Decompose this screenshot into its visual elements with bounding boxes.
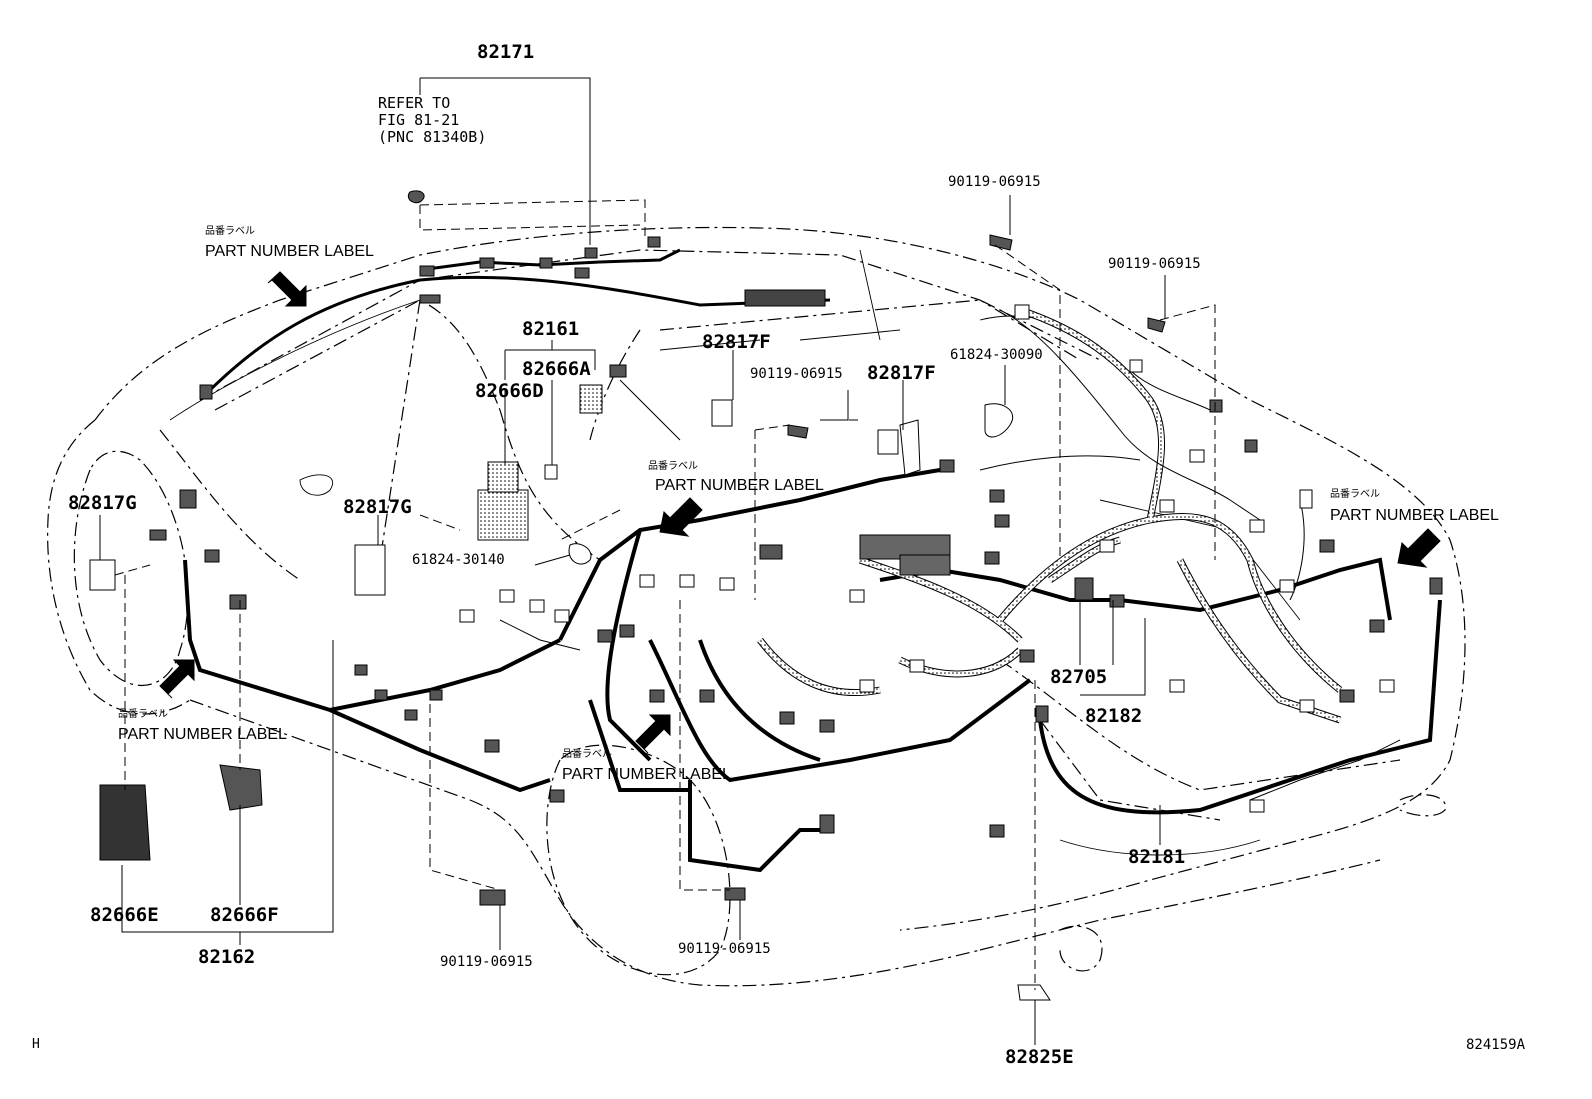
- refer-note: REFER TO FIG 81-21 (PNC 81340B): [378, 94, 487, 146]
- callout-82666A: 82666A: [522, 358, 591, 380]
- callout-82171: 82171: [477, 41, 535, 63]
- part-number-label-rear: PART NUMBER LABEL: [1330, 507, 1499, 524]
- part-number-label-left: PART NUMBER LABEL: [118, 726, 287, 743]
- car-body-outline: [47, 226, 1466, 987]
- callout-82817F-b: 82817F: [867, 362, 936, 384]
- callout-82666E: 82666E: [90, 904, 159, 926]
- callout-61824-30140: 61824-30140: [412, 552, 505, 568]
- callout-82817G-mid: 82817G: [343, 496, 412, 518]
- corner-code-left: H: [32, 1037, 40, 1052]
- callout-90119-top2: 90119-06915: [1108, 256, 1201, 272]
- part-number-label-jp: 品番ラベル: [648, 461, 698, 472]
- part-number-label-jp: 品番ラベル: [1330, 489, 1380, 500]
- callout-90119-mid: 90119-06915: [750, 366, 843, 382]
- misc-parts: [89, 190, 1166, 1001]
- part-number-label-floor: PART NUMBER LABEL: [562, 766, 731, 783]
- part-number-label-jp: 品番ラベル: [205, 226, 255, 237]
- harness-main-floor: [183, 468, 1442, 873]
- callout-90119-top1: 90119-06915: [948, 174, 1041, 190]
- callout-82817G-left: 82817G: [68, 492, 137, 514]
- connector-blocks: [149, 236, 1443, 838]
- part-number-label-roof: PART NUMBER LABEL: [205, 243, 374, 260]
- callout-90119-bot1: 90119-06915: [440, 954, 533, 970]
- part-number-label-jp: 品番ラベル: [562, 749, 612, 760]
- part-number-label-center: PART NUMBER LABEL: [655, 477, 824, 494]
- harness-thin-wires: [499, 309, 1401, 801]
- harness-roof: [203, 248, 831, 397]
- callout-82817F-a: 82817F: [702, 331, 771, 353]
- leader-lines: [99, 77, 1166, 1045]
- dashed-reference-lines: [114, 199, 1216, 990]
- callout-82666F: 82666F: [210, 904, 279, 926]
- callout-82666D: 82666D: [475, 380, 544, 402]
- figure-id: 824159A: [1466, 1037, 1526, 1053]
- callout-90119-bot2: 90119-06915: [678, 941, 771, 957]
- callout-82161: 82161: [522, 318, 580, 340]
- connector-outline: [459, 304, 1395, 813]
- callout-82162: 82162: [198, 946, 256, 968]
- callout-61824-30090: 61824-30090: [950, 347, 1043, 363]
- callout-82825E: 82825E: [1005, 1046, 1074, 1068]
- callout-82181: 82181: [1128, 846, 1186, 868]
- callout-82705: 82705: [1050, 666, 1108, 688]
- part-number-arrows: [159, 271, 1441, 754]
- callout-82182: 82182: [1085, 705, 1143, 727]
- part-number-label-jp: 品番ラベル: [118, 709, 168, 720]
